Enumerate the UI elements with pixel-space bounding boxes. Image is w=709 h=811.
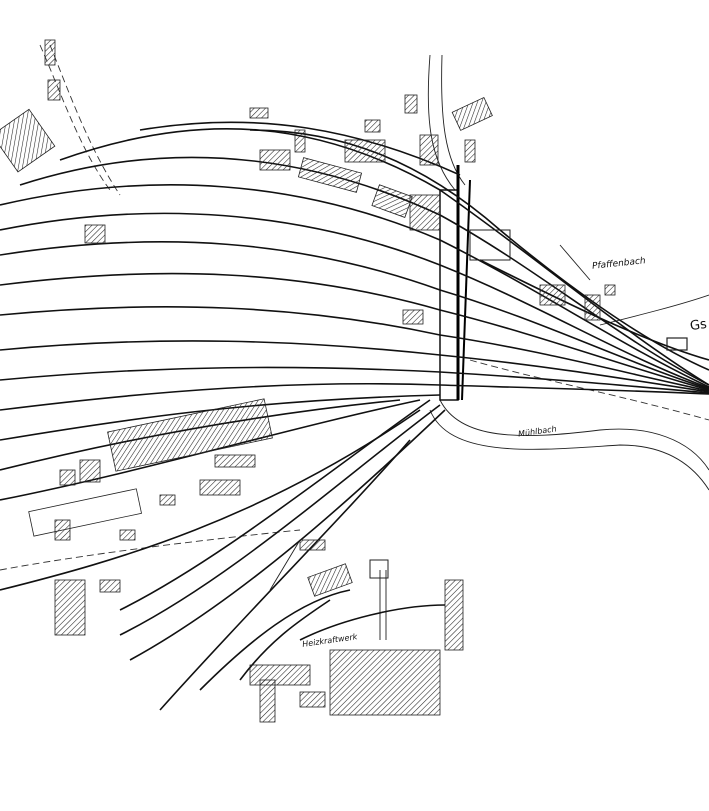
label-station-abbrev: Gs: [689, 316, 708, 335]
tracks: [0, 121, 709, 711]
buildings: [0, 39, 688, 723]
